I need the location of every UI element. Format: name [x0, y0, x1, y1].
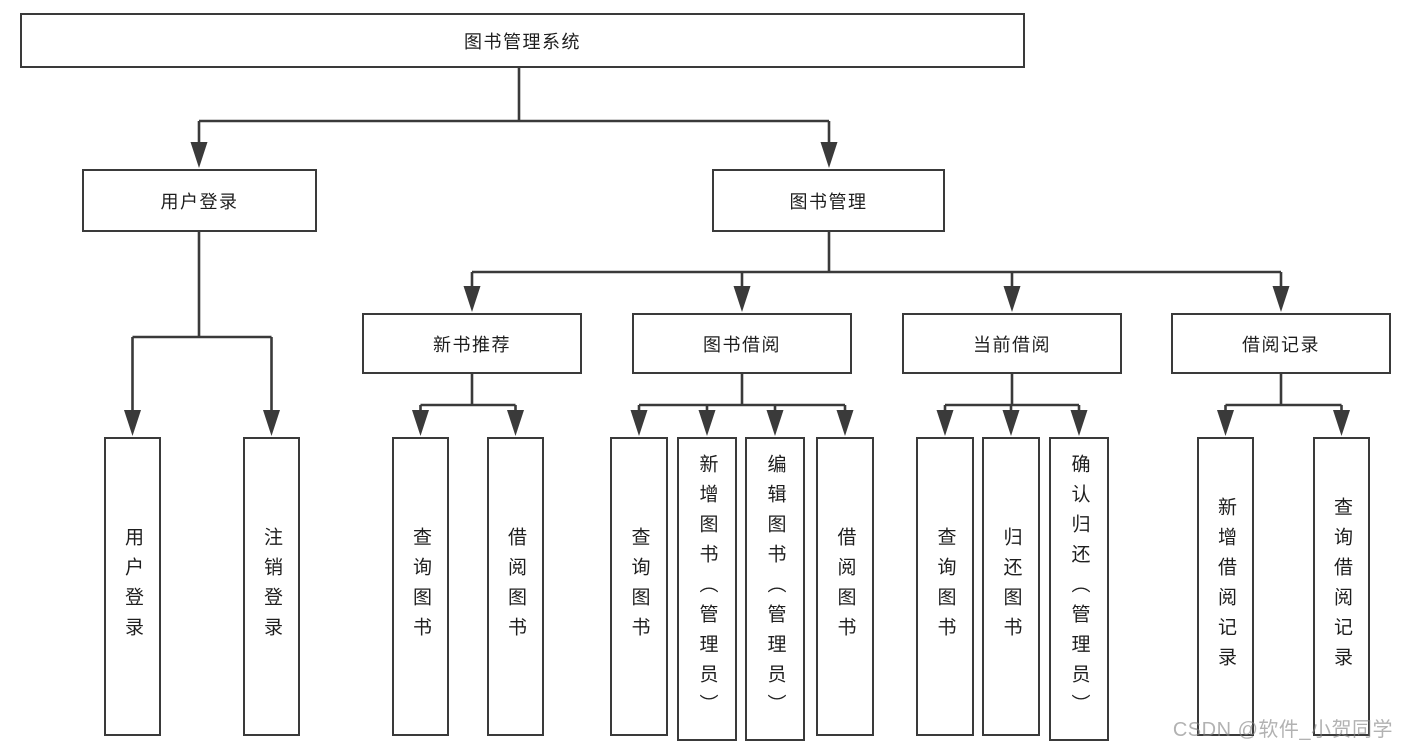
leaf-label: 确认归还（管理员） — [1068, 454, 1090, 724]
arrowhead-icon — [820, 142, 838, 168]
leaf-return-books: 归还图书 — [982, 437, 1040, 736]
arrowhead-icon — [412, 410, 429, 436]
node-book-management: 图书管理 — [712, 169, 945, 232]
arrowhead-icon — [698, 410, 716, 436]
leaf-label: 查询图书 — [934, 526, 956, 647]
node-label: 图书管理 — [789, 191, 868, 212]
arrowhead-icon — [1070, 410, 1088, 436]
leaf-query-borrow-record: 查询借阅记录 — [1313, 437, 1370, 736]
leaf-label: 归还图书 — [1000, 526, 1022, 647]
node-label: 当前借阅 — [973, 334, 1051, 355]
node-label: 新书推荐 — [433, 334, 511, 355]
leaf-label: 借阅图书 — [505, 526, 526, 647]
arrowhead-icon — [463, 286, 481, 312]
arrowhead-icon — [263, 410, 280, 436]
arrowhead-icon — [766, 410, 784, 436]
leaf-label: 查询图书 — [410, 526, 431, 647]
leaf-label: 新增图书（管理员） — [696, 454, 718, 724]
leaf-label: 用户登录 — [122, 526, 143, 647]
arrowhead-icon — [1002, 410, 1020, 436]
leaf-add-borrow-record: 新增借阅记录 — [1197, 437, 1254, 736]
leaf-label: 查询借阅记录 — [1331, 496, 1352, 677]
node-library-management-system: 图书管理系统 — [20, 13, 1025, 68]
node-label: 借阅记录 — [1242, 334, 1320, 355]
node-label: 图书借阅 — [703, 334, 781, 355]
leaf-query-books-borrow: 查询图书 — [610, 437, 668, 736]
arrowhead-icon — [507, 410, 524, 436]
node-book-borrow: 图书借阅 — [632, 313, 852, 374]
leaf-query-books-recommend: 查询图书 — [392, 437, 449, 736]
leaf-label: 注销登录 — [261, 526, 282, 647]
node-current-borrow: 当前借阅 — [902, 313, 1122, 374]
tree-edges — [131, 68, 1343, 428]
leaf-query-books-current: 查询图书 — [916, 437, 974, 736]
arrowhead-icon — [836, 410, 854, 436]
node-new-book-recommend: 新书推荐 — [362, 313, 582, 374]
arrowhead-icon — [1272, 286, 1290, 312]
leaf-label: 新增借阅记录 — [1215, 496, 1236, 677]
arrowhead-icon — [733, 286, 751, 312]
arrowhead-icon — [1217, 410, 1234, 436]
arrowhead-icon — [1003, 286, 1021, 312]
leaf-logout: 注销登录 — [243, 437, 300, 736]
arrowhead-icon — [1333, 410, 1350, 436]
arrowhead-icon — [936, 410, 954, 436]
leaf-borrow-books-recommend: 借阅图书 — [487, 437, 544, 736]
leaf-edit-books-admin: 编辑图书（管理员） — [745, 437, 805, 741]
node-label: 图书管理系统 — [464, 31, 581, 52]
node-borrow-records: 借阅记录 — [1171, 313, 1391, 374]
node-user-login: 用户登录 — [82, 169, 317, 232]
leaf-label: 编辑图书（管理员） — [764, 454, 786, 724]
leaf-confirm-return-admin: 确认归还（管理员） — [1049, 437, 1109, 741]
arrowhead-icon — [124, 410, 141, 436]
leaf-borrow-books: 借阅图书 — [816, 437, 874, 736]
arrowhead-icon — [190, 142, 208, 168]
node-label: 用户登录 — [160, 191, 239, 212]
leaf-add-books-admin: 新增图书（管理员） — [677, 437, 737, 741]
leaf-user-login: 用户登录 — [104, 437, 161, 736]
arrowhead-icon — [630, 410, 648, 436]
leaf-label: 借阅图书 — [834, 526, 856, 647]
leaf-label: 查询图书 — [628, 526, 650, 647]
